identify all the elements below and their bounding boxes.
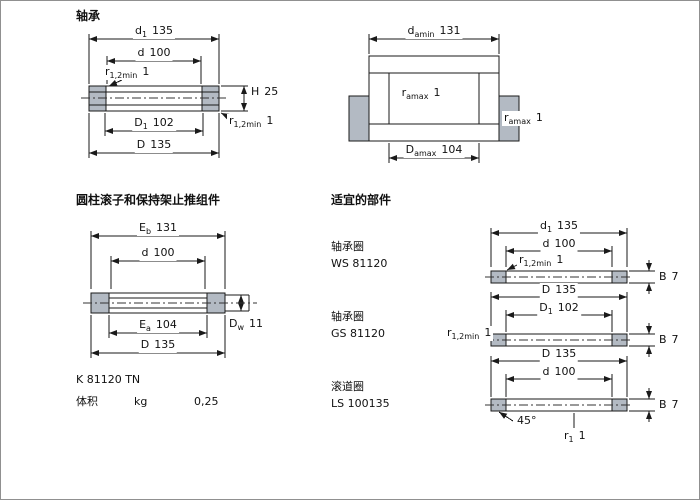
- mass-label: 体积: [76, 395, 98, 408]
- mass-value: 0,25: [194, 395, 219, 408]
- part-designation-ls: LS 100135: [331, 397, 390, 410]
- part-type-ls: 滚道圈: [331, 380, 364, 393]
- bearing-cross-section-drawing: [81, 34, 248, 158]
- product-designation: K 81120 TN: [76, 373, 141, 386]
- part-type-gs: 轴承圈: [331, 310, 364, 323]
- mass-unit: kg: [134, 395, 148, 408]
- dim-label-ls-chamfer: 45°: [515, 414, 539, 427]
- part-type-ws: 轴承圈: [331, 240, 364, 253]
- section-title-bearing: 轴承: [76, 9, 101, 23]
- part-designation-gs: GS 81120: [331, 327, 385, 340]
- section-title-suitable-parts: 适宜的部件: [331, 193, 392, 207]
- washer-gs-drawing: [485, 292, 655, 357]
- washer-ls-drawing: [485, 356, 655, 428]
- part-designation-ws: WS 81120: [331, 257, 388, 270]
- assembly-cross-section-drawing: [83, 231, 257, 358]
- section-title-assembly: 圆柱滚子和保持架止推组件: [76, 193, 221, 207]
